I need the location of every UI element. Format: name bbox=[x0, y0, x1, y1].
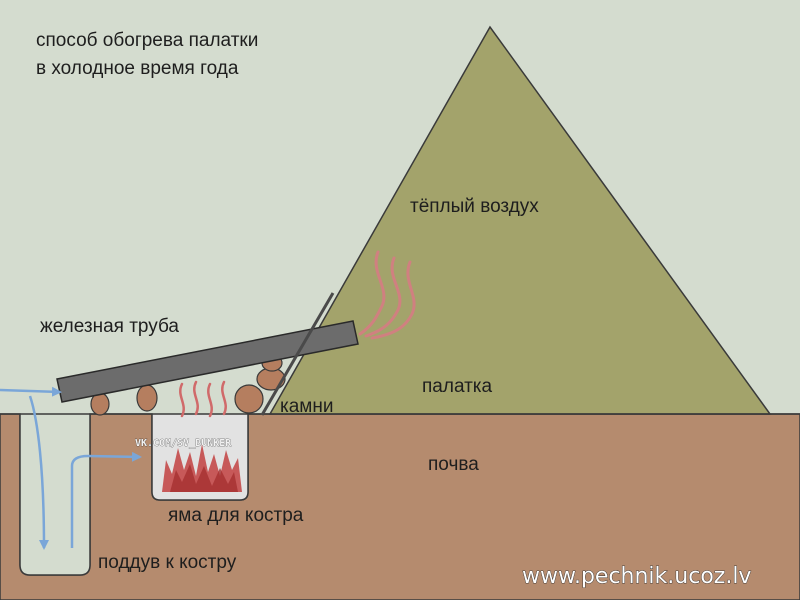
label-stones: камни bbox=[280, 396, 333, 417]
title-line-2: в холодное время года bbox=[36, 58, 239, 79]
label-warm-air: тёплый воздух bbox=[410, 196, 539, 217]
stone bbox=[234, 384, 264, 414]
title-line-1: способ обогрева палатки bbox=[36, 30, 258, 51]
airflow-arrow-to-fire bbox=[70, 451, 142, 548]
watermark[interactable]: www.pechnik.ucoz.lv bbox=[522, 564, 752, 590]
label-iron-pipe: железная труба bbox=[40, 316, 179, 337]
airflow-arrows bbox=[0, 386, 142, 550]
airflow-arrow-down bbox=[28, 395, 49, 550]
air-intake-trench bbox=[19, 414, 91, 576]
warm-air-waves bbox=[358, 250, 416, 340]
tent-pole bbox=[260, 292, 335, 416]
label-fire-pit: яма для костра bbox=[168, 505, 304, 526]
fire-flames bbox=[162, 444, 242, 492]
fire-heat-waves bbox=[179, 380, 227, 418]
label-air-intake: поддув к костру bbox=[98, 552, 237, 573]
label-soil: почва bbox=[428, 454, 479, 475]
stone bbox=[136, 384, 158, 412]
label-tent: палатка bbox=[422, 376, 493, 397]
vk-stamp: VK.COM/SV_BUNKER bbox=[135, 438, 232, 449]
airflow-arrow-in bbox=[0, 386, 62, 397]
